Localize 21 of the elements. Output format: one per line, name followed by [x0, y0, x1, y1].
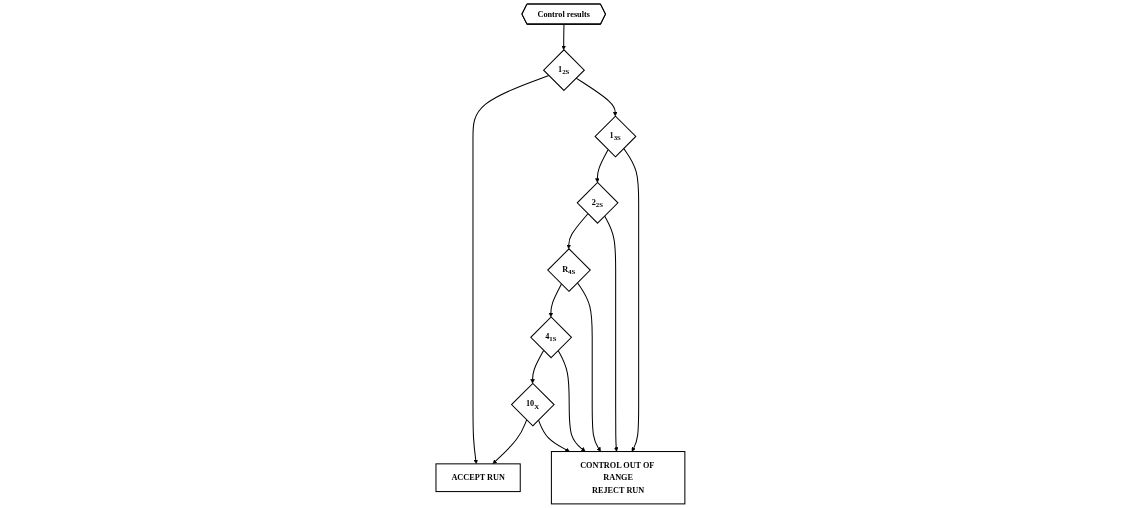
arrow: [472, 75, 550, 465]
arrow: [575, 77, 618, 117]
node-box: CONTROL OUT OF RANGE REJECT RUN: [550, 451, 686, 505]
node-diamond: 2$_{2S}$: [576, 181, 619, 224]
arrow: [595, 149, 609, 183]
node-diamond: 10$_{X}$: [510, 382, 555, 427]
node-diamond: 1$_{3S}$: [594, 115, 637, 158]
arrow: [604, 215, 619, 452]
node-diamond: R$_{4S}$: [547, 248, 592, 293]
arrow: [492, 419, 528, 465]
arrow: [623, 147, 640, 452]
node-diamond: 1$_{2S}$: [542, 49, 586, 92]
node-box: ACCEPT RUN: [435, 463, 521, 493]
arrow: [548, 283, 563, 318]
arrow: [530, 349, 545, 384]
arrow: [557, 349, 586, 452]
arrow: [538, 419, 570, 452]
node-diamond: 4$_{1S}$: [530, 316, 573, 359]
arrow: [566, 213, 589, 250]
arrow: [561, 23, 567, 50]
arrow: [576, 282, 601, 452]
